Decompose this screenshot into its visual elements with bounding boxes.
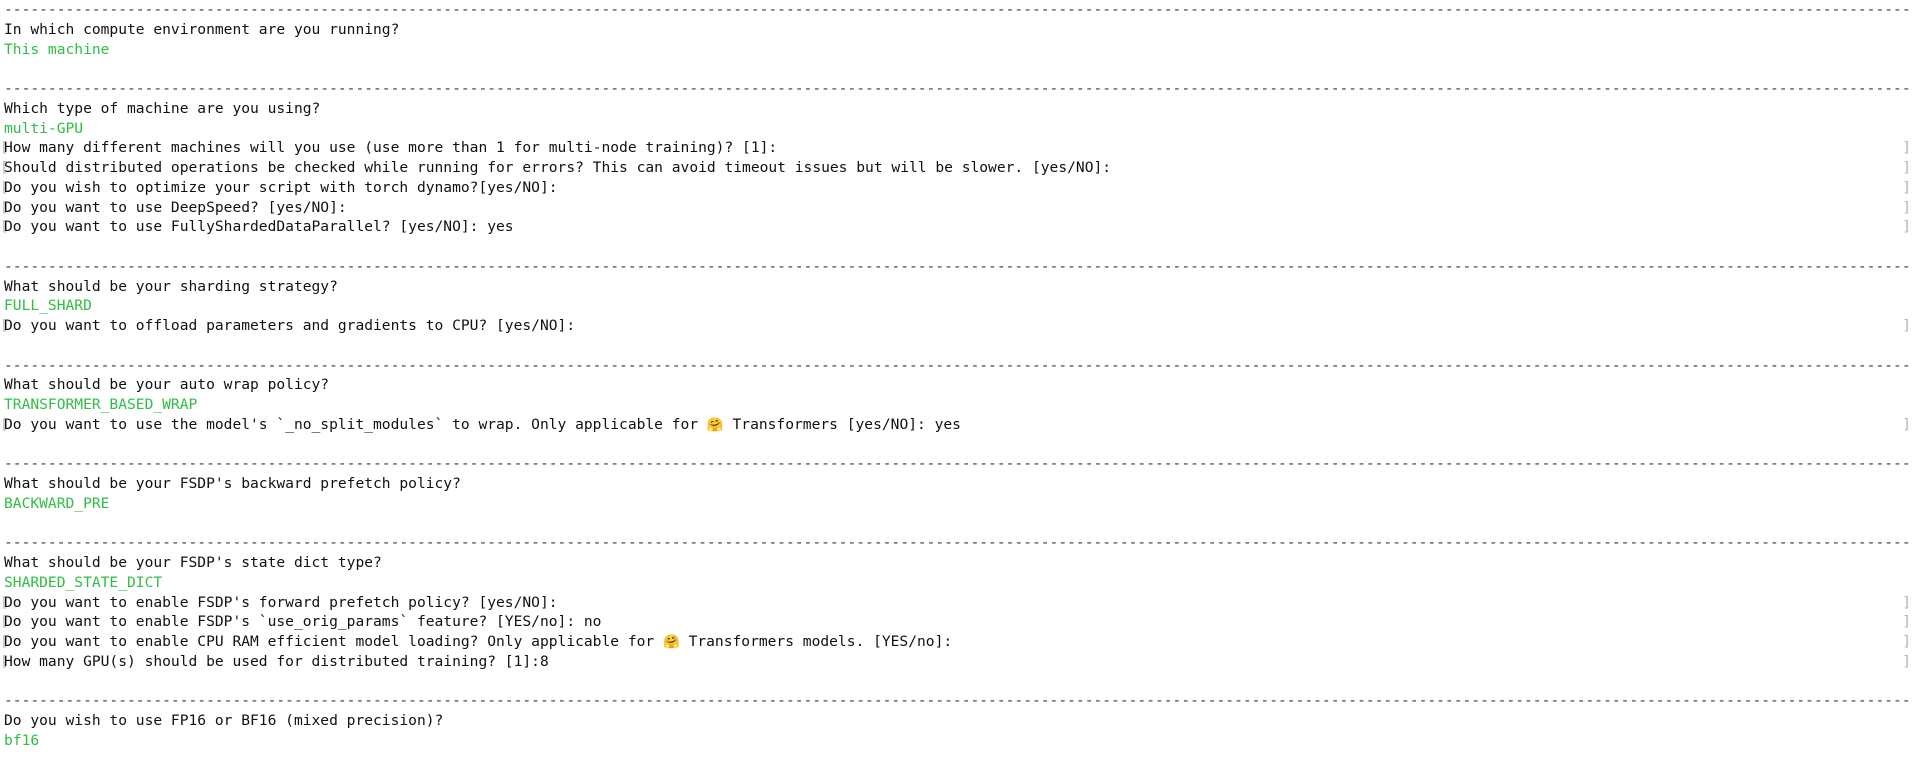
- prompt-text: Do you wish to use FP16 or BF16 (mixed p…: [4, 712, 444, 729]
- prompt-text: Should distributed operations be checked…: [4, 159, 1112, 176]
- hugging-face-emoji-icon: 🤗: [706, 416, 724, 433]
- prompt-line: How many different machines will you use…: [0, 138, 1913, 158]
- separator-rule: ----------------------------------------…: [0, 533, 1913, 553]
- line-marker-right: ]: [1902, 218, 1911, 236]
- prompt-line: Do you want to enable FSDP's forward pre…: [0, 593, 1913, 613]
- prompt-line: Should distributed operations be checked…: [0, 158, 1913, 178]
- selected-answer-text: multi-GPU: [4, 119, 84, 137]
- line-marker-right: ]: [1902, 139, 1911, 157]
- selected-answer-line: SHARDED_STATE_DICT: [0, 573, 1913, 593]
- separator-rule-text: ----------------------------------------…: [4, 455, 1909, 473]
- prompt-line: Do you want to use FullyShardedDataParal…: [0, 217, 1913, 237]
- selected-answer-text: This machine: [4, 40, 110, 58]
- separator-rule-text: ----------------------------------------…: [4, 692, 1909, 710]
- prompt-line: Do you wish to use FP16 or BF16 (mixed p…: [0, 711, 1913, 731]
- blank-line: [0, 59, 1913, 79]
- selected-answer-line: multi-GPU: [0, 119, 1913, 139]
- prompt-line: What should be your auto wrap policy?: [0, 375, 1913, 395]
- prompt-text: Do you wish to optimize your script with…: [4, 178, 558, 196]
- line-marker-right: ]: [1902, 652, 1911, 670]
- hugging-face-emoji-icon: 🤗: [662, 634, 680, 650]
- prompt-line: Do you want to enable CPU RAM efficient …: [0, 632, 1913, 652]
- separator-rule: ----------------------------------------…: [0, 356, 1913, 376]
- line-marker-right: ]: [1902, 415, 1911, 433]
- separator-rule: ----------------------------------------…: [0, 0, 1913, 20]
- selected-answer-line: BACKWARD_PRE: [0, 494, 1913, 514]
- blank-line: [0, 672, 1913, 692]
- prompt-text: Do you want to use the model's `_no_spli…: [4, 415, 961, 433]
- line-marker-right: ]: [1902, 613, 1911, 631]
- blank-line: [0, 514, 1913, 534]
- separator-rule-text: ----------------------------------------…: [4, 80, 1909, 97]
- prompt-line: In which compute environment are you run…: [0, 20, 1913, 40]
- separator-rule-text: ----------------------------------------…: [4, 356, 1909, 374]
- prompt-text: Do you want to enable CPU RAM efficient …: [4, 633, 953, 650]
- prompt-line: What should be your FSDP's state dict ty…: [0, 553, 1913, 573]
- line-marker-right: ]: [1902, 178, 1911, 196]
- prompt-text: What should be your auto wrap policy?: [4, 376, 330, 394]
- line-marker-right: ]: [1902, 198, 1911, 216]
- separator-rule: ----------------------------------------…: [0, 454, 1913, 474]
- prompt-line: Do you want to use DeepSpeed? [yes/NO]:[…: [0, 198, 1913, 218]
- prompt-text: How many different machines will you use…: [4, 139, 778, 157]
- selected-answer-text: SHARDED_STATE_DICT: [4, 573, 163, 591]
- line-marker-right: ]: [1902, 633, 1911, 650]
- prompt-text: Which type of machine are you using?: [4, 99, 321, 117]
- prompt-text: What should be your sharding strategy?: [4, 277, 338, 295]
- selected-answer-line: TRANSFORMER_BASED_WRAP: [0, 395, 1913, 415]
- prompt-line: Which type of machine are you using?: [0, 99, 1913, 119]
- prompt-text: Do you want to use FullyShardedDataParal…: [4, 218, 514, 236]
- separator-rule: ----------------------------------------…: [0, 691, 1913, 711]
- blank-line: [0, 237, 1913, 257]
- prompt-line: Do you want to offload parameters and gr…: [0, 316, 1913, 336]
- line-marker-right: ]: [1902, 159, 1911, 176]
- selected-answer-line: This machine: [0, 40, 1913, 60]
- selected-answer-text: bf16: [4, 731, 40, 749]
- blank-line: [0, 435, 1913, 455]
- prompt-text: What should be your FSDP's state dict ty…: [4, 554, 382, 571]
- selected-answer-line: FULL_SHARD: [0, 296, 1913, 316]
- separator-rule: ----------------------------------------…: [0, 79, 1913, 99]
- prompt-text: In which compute environment are you run…: [4, 20, 400, 38]
- separator-rule: ----------------------------------------…: [0, 257, 1913, 277]
- prompt-text: Do you want to use DeepSpeed? [yes/NO]:: [4, 198, 347, 216]
- prompt-line: What should be your FSDP's backward pref…: [0, 474, 1913, 494]
- prompt-text: Do you want to enable FSDP's forward pre…: [4, 593, 558, 611]
- prompt-text: How many GPU(s) should be used for distr…: [4, 652, 549, 670]
- selected-answer-text: TRANSFORMER_BASED_WRAP: [4, 396, 198, 413]
- separator-rule-text: ----------------------------------------…: [4, 534, 1909, 552]
- separator-rule-text: ----------------------------------------…: [4, 1, 1909, 18]
- prompt-text: What should be your FSDP's backward pref…: [4, 475, 461, 492]
- line-marker-right: ]: [1902, 317, 1911, 334]
- selected-answer-text: BACKWARD_PRE: [4, 494, 110, 512]
- prompt-line: Do you want to enable FSDP's `use_orig_p…: [0, 612, 1913, 632]
- prompt-line: How many GPU(s) should be used for distr…: [0, 652, 1913, 672]
- prompt-line: Do you want to use the model's `_no_spli…: [0, 415, 1913, 435]
- prompt-text: Do you want to offload parameters and gr…: [4, 317, 576, 334]
- blank-line: [0, 336, 1913, 356]
- line-marker-right: ]: [1902, 593, 1911, 611]
- selected-answer-text: FULL_SHARD: [4, 297, 92, 315]
- separator-rule-text: ----------------------------------------…: [4, 257, 1909, 275]
- prompt-line: What should be your sharding strategy?: [0, 277, 1913, 297]
- prompt-line: Do you wish to optimize your script with…: [0, 178, 1913, 198]
- selected-answer-line: bf16: [0, 731, 1913, 751]
- prompt-text: Do you want to enable FSDP's `use_orig_p…: [4, 613, 602, 631]
